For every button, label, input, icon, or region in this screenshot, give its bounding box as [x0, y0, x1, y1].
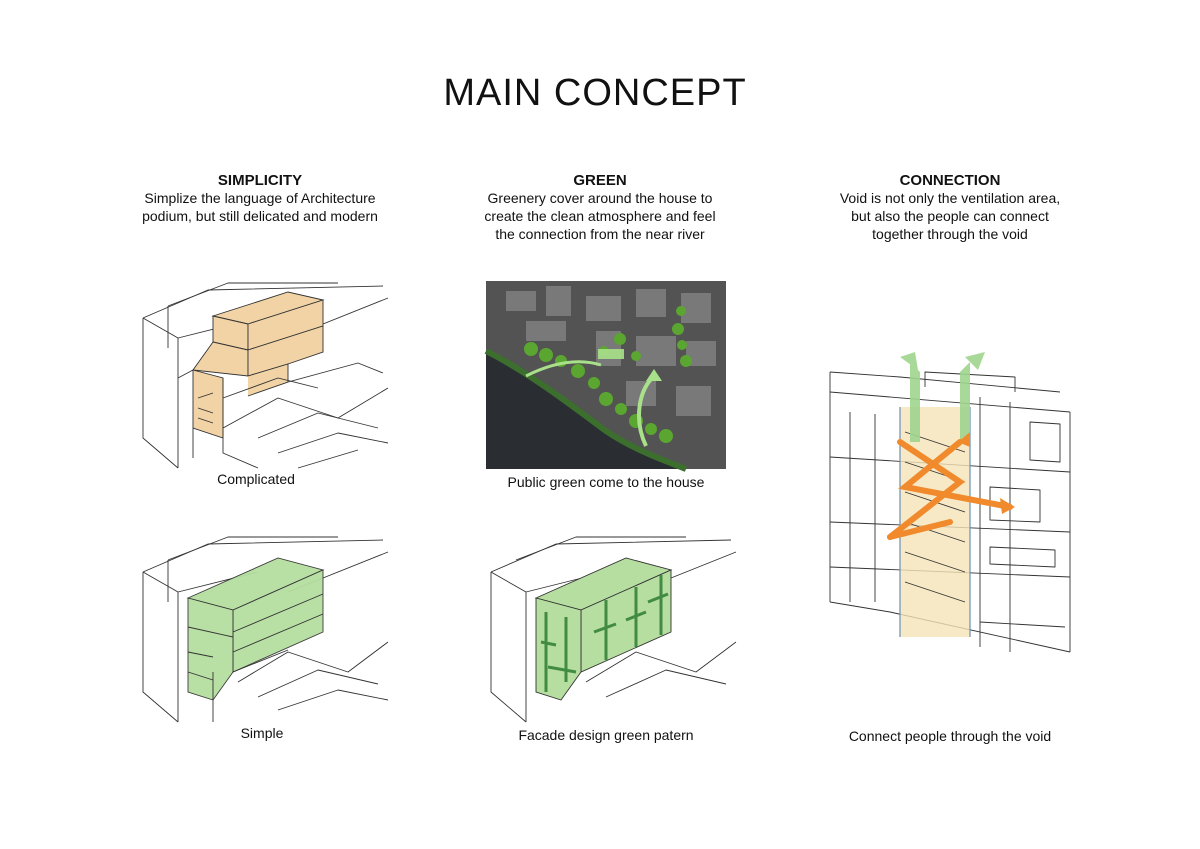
- simplicity-heading: SIMPLICITY: [217, 172, 303, 189]
- green-heading: GREEN: [573, 172, 627, 189]
- facade-green-pattern-diagram: [490, 536, 737, 723]
- connection-arrows: [887, 439, 1013, 540]
- simplicity-header: SIMPLICITY Simplize the language of Arch…: [110, 172, 410, 225]
- caption-facade: Facade design green patern: [518, 727, 694, 743]
- caption-complicated: Complicated: [217, 471, 295, 487]
- simplicity-desc-2: podium, but still delicated and modern: [142, 208, 378, 224]
- green-desc-2: create the clean atmosphere and feel: [484, 208, 716, 224]
- void-section-diagram: [829, 352, 1071, 653]
- page-title: MAIN CONCEPT: [443, 72, 747, 114]
- vent-arrows: [900, 352, 985, 442]
- caption-public-green: Public green come to the house: [507, 474, 705, 490]
- connection-desc-3: together through the void: [872, 226, 1028, 242]
- green-desc-1: Greenery cover around the house to: [487, 190, 713, 206]
- facade-green-strips: [540, 575, 669, 692]
- connection-heading: CONNECTION: [899, 172, 1001, 189]
- green-desc-3: the connection from the near river: [495, 226, 705, 242]
- green-header: GREEN Greenery cover around the house to…: [450, 172, 750, 243]
- connection-desc-1: Void is not only the ventilation area,: [839, 190, 1061, 206]
- simple-podium-block: [186, 557, 325, 701]
- complicated-massing-diagram: [142, 282, 389, 469]
- simple-massing-diagram: [142, 536, 389, 723]
- caption-connect: Connect people through the void: [848, 728, 1052, 744]
- aerial-photo: [484, 281, 726, 472]
- connection-header: CONNECTION Void is not only the ventilat…: [800, 172, 1100, 243]
- connection-desc-2: but also the people can connect: [851, 208, 1049, 224]
- complicated-podium-blocks: [192, 291, 325, 439]
- simplicity-desc-1: Simplize the language of Architecture: [144, 190, 376, 206]
- caption-simple: Simple: [240, 725, 284, 741]
